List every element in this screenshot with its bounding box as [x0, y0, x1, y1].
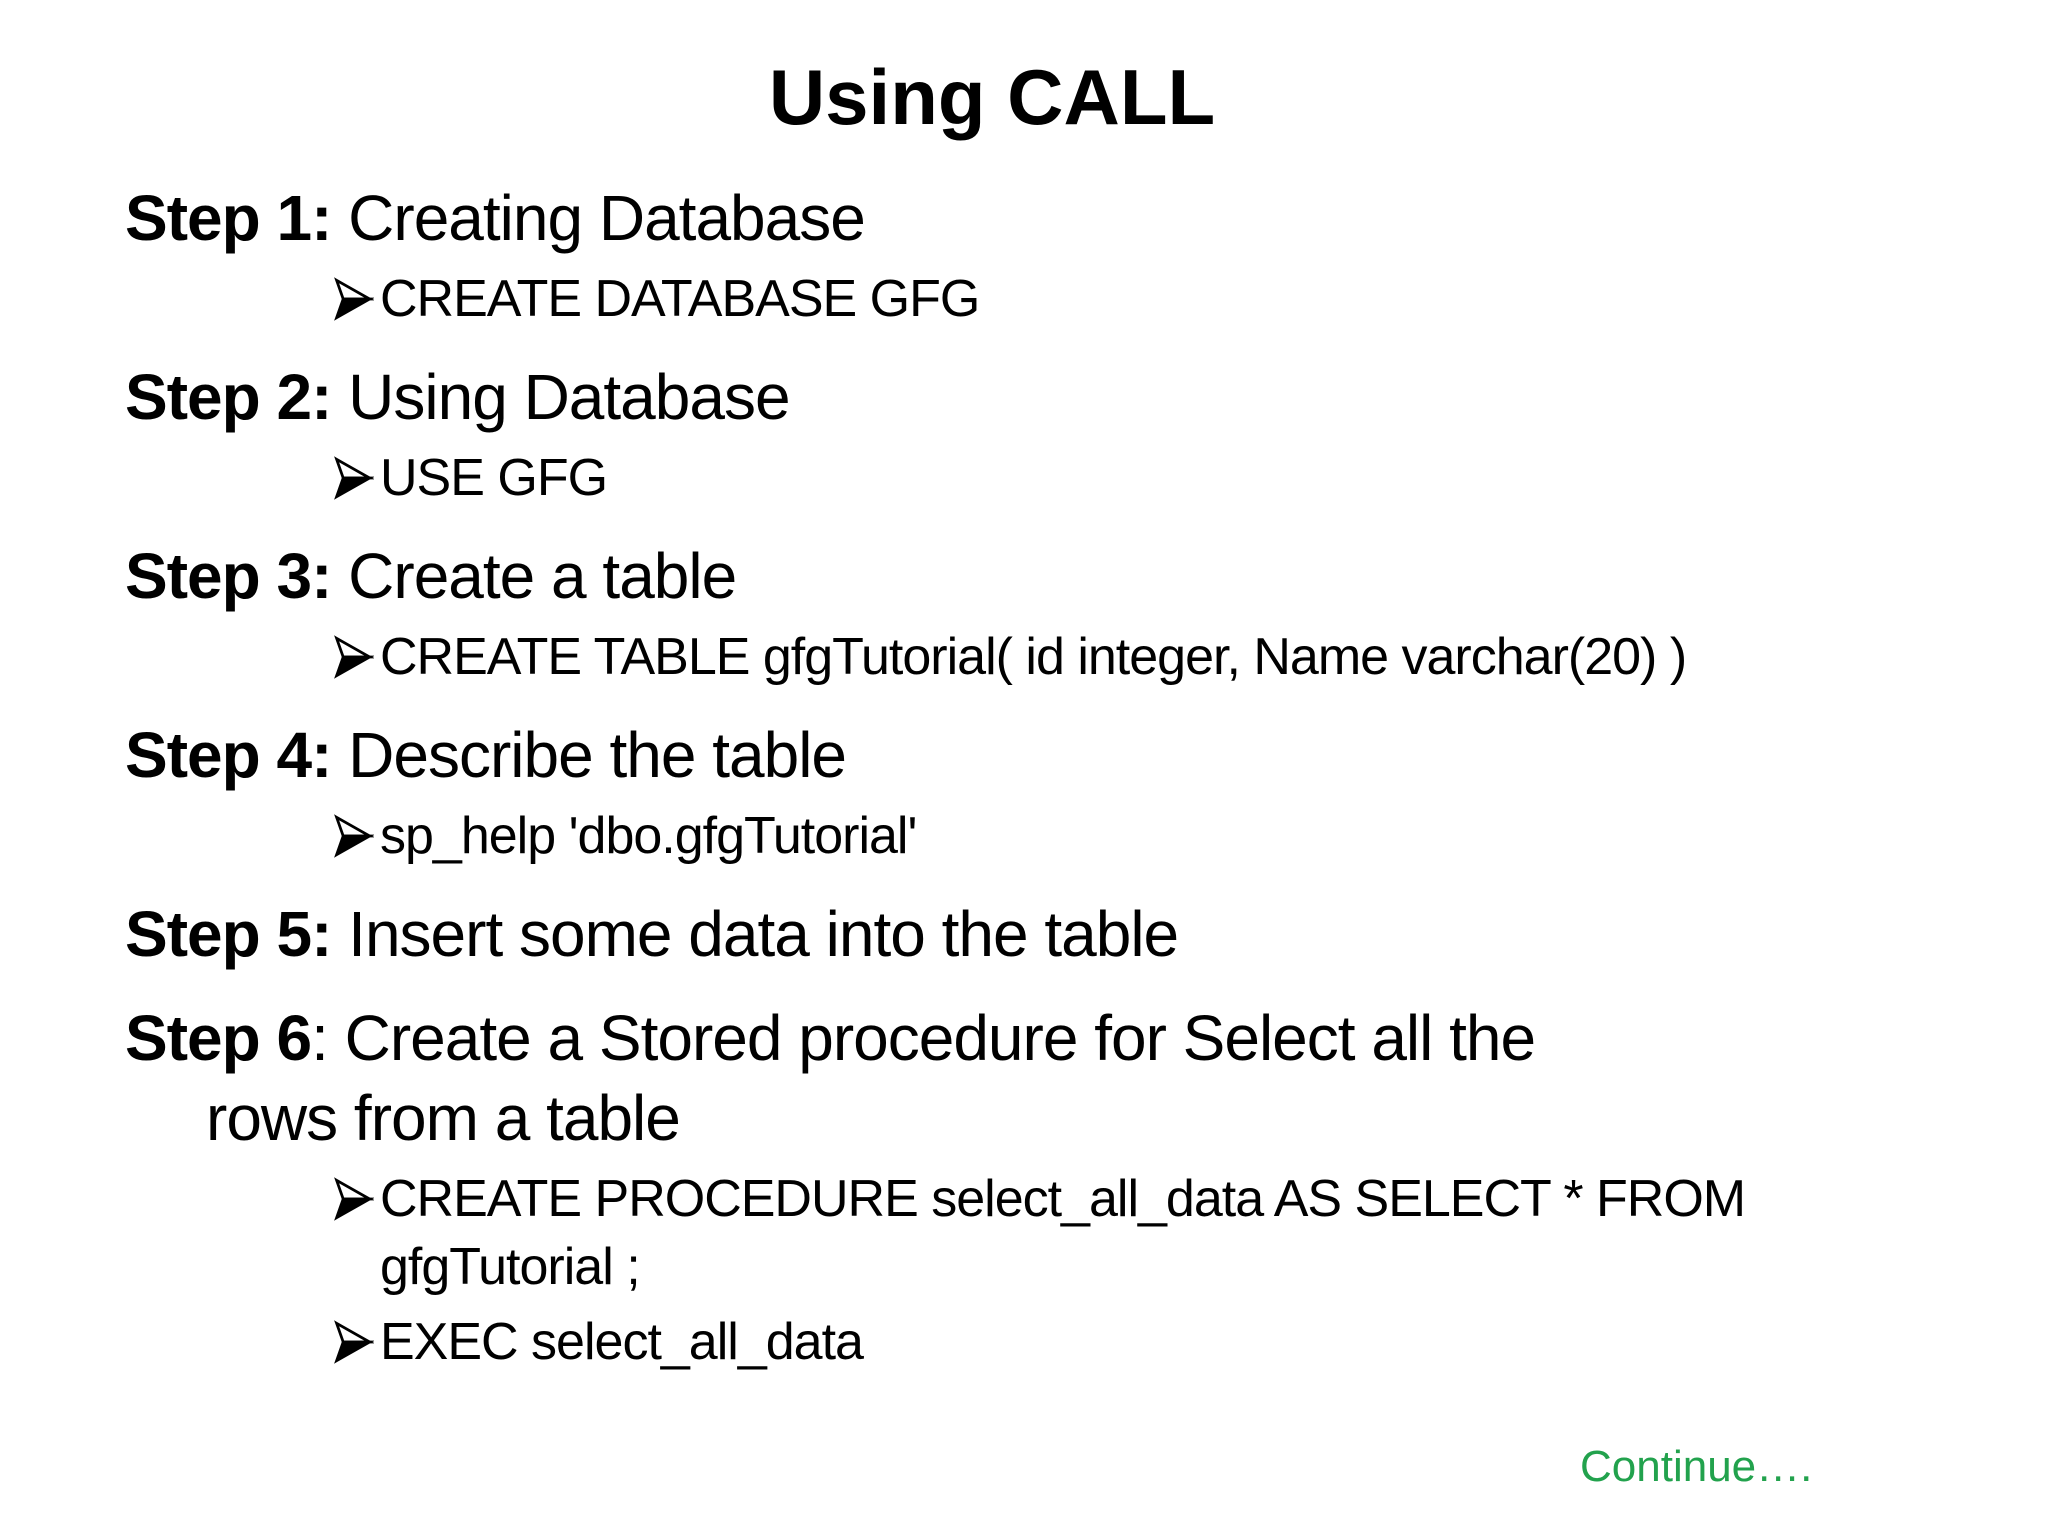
- step-5-label: Step 5:: [125, 898, 332, 970]
- arrow-bullet-icon: [330, 277, 374, 321]
- bullet-text: USE GFG: [380, 449, 608, 507]
- step-6-text-line2: rows from a table: [206, 1082, 681, 1154]
- step-2-label: Step 2:: [125, 361, 332, 433]
- step-1-label: Step 1:: [125, 182, 332, 254]
- step-1-text: Creating Database: [331, 182, 866, 254]
- step-4-label: Step 4:: [125, 719, 332, 791]
- arrow-bullet-icon: [330, 814, 374, 858]
- steps-list: Step 1: Creating Database CREATE DATABAS…: [0, 178, 2048, 1376]
- step-5-heading: Step 5: Insert some data into the table: [125, 894, 2048, 974]
- step-2-bullet: USE GFG: [330, 444, 2048, 512]
- arrow-bullet-icon: [330, 1320, 374, 1364]
- step-1-bullet: CREATE DATABASE GFG: [330, 265, 2048, 333]
- step-6-label: Step 6: [125, 1002, 312, 1074]
- bullet-text: CREATE DATABASE GFG: [380, 270, 980, 328]
- bullet-text: gfgTutorial ;: [380, 1238, 641, 1296]
- step-6-text: : Create a Stored procedure for Select a…: [311, 1002, 1536, 1074]
- bullet-text: EXEC select_all_data: [380, 1313, 864, 1371]
- step-6-heading: Step 6: Create a Stored procedure for Se…: [125, 998, 2048, 1078]
- step-2-heading: Step 2: Using Database: [125, 357, 2048, 437]
- step-4-heading: Step 4: Describe the table: [125, 715, 2048, 795]
- step-6-bullet-2: EXEC select_all_data: [330, 1308, 2048, 1376]
- step-3-label: Step 3:: [125, 540, 332, 612]
- bullet-text: sp_help 'dbo.gfgTutorial': [380, 807, 917, 865]
- step-6-bullet-1: CREATE PROCEDURE select_all_data AS SELE…: [330, 1165, 2048, 1301]
- arrow-bullet-icon: [330, 456, 374, 500]
- step-1-heading: Step 1: Creating Database: [125, 178, 2048, 258]
- bullet-text: CREATE TABLE gfgTutorial( id integer, Na…: [380, 628, 1687, 686]
- bullet-text: CREATE PROCEDURE select_all_data AS SELE…: [380, 1170, 1746, 1228]
- step-2-text: Using Database: [331, 361, 790, 433]
- step-3-bullet: CREATE TABLE gfgTutorial( id integer, Na…: [330, 623, 2048, 691]
- arrow-bullet-icon: [330, 635, 374, 679]
- arrow-bullet-icon: [330, 1177, 374, 1221]
- step-3-text: Create a table: [331, 540, 737, 612]
- step-6-heading-line2: rows from a table: [206, 1078, 2048, 1158]
- continue-label: Continue….: [1580, 1442, 1813, 1491]
- step-4-bullet: sp_help 'dbo.gfgTutorial': [330, 802, 2048, 870]
- step-5-text: Insert some data into the table: [331, 898, 1179, 970]
- step-6-bullet-1-line2: gfgTutorial ;: [380, 1233, 2048, 1301]
- step-4-text: Describe the table: [331, 719, 847, 791]
- slide-title: Using CALL: [768, 53, 1216, 141]
- step-3-heading: Step 3: Create a table: [125, 536, 2048, 616]
